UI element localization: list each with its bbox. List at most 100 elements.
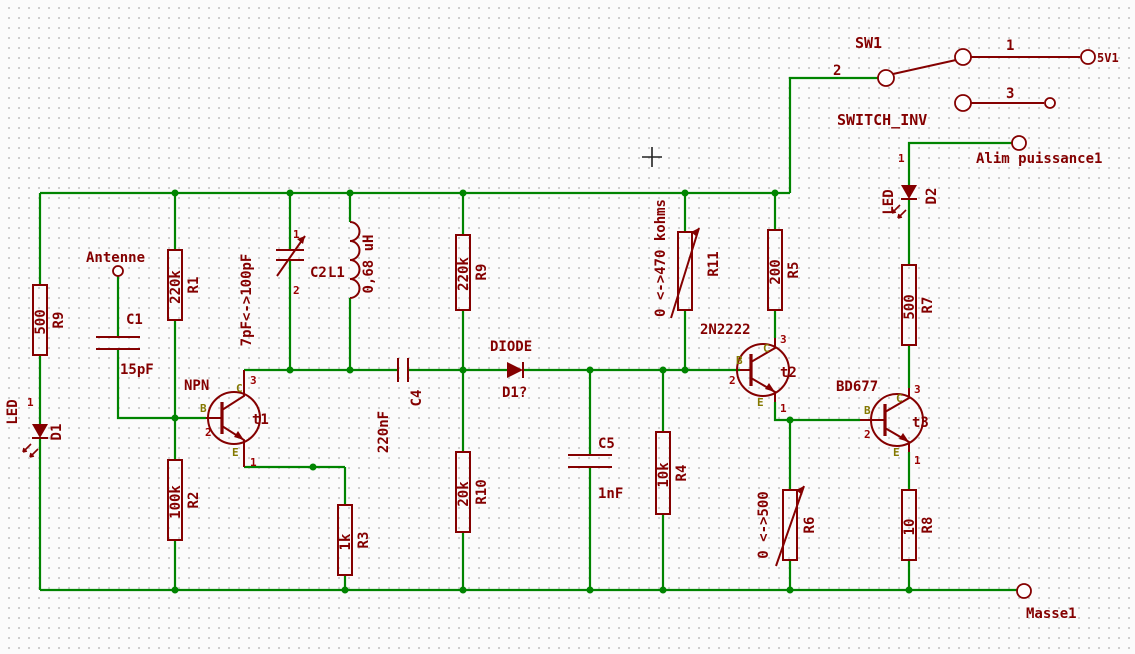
resistor-r6-variable[interactable]: 0 <->500 R6 — [756, 485, 818, 567]
capacitor-c1[interactable]: C1 15pF — [96, 312, 154, 378]
t2-pin-c: C — [763, 342, 770, 355]
t3-ref: t3 — [912, 415, 929, 431]
r6-ref: R6 — [802, 517, 818, 534]
resistor-r7[interactable]: 500 R7 — [901, 264, 936, 346]
capacitor-c4[interactable]: 220nF C4 — [376, 358, 425, 453]
resistor-r4[interactable]: 10k R4 — [655, 431, 690, 515]
t1-num-b: 2 — [205, 426, 212, 439]
inductor-l1[interactable]: L1 0,68 uH — [328, 221, 377, 299]
r1-value: 220k — [168, 270, 184, 304]
transistor-t3[interactable]: BD677 t3 C 3 B 2 E 1 — [836, 379, 929, 467]
d1-pin1: 1 — [27, 396, 34, 409]
sw1-throw3-pin[interactable] — [954, 94, 972, 112]
c4-ref: C4 — [409, 390, 425, 407]
d2-value: LED — [881, 189, 897, 214]
r4-ref: R4 — [674, 465, 690, 482]
t2-value: 2N2222 — [700, 322, 751, 338]
wires[interactable] — [38, 76, 1017, 592]
c1-ref: C1 — [126, 312, 143, 328]
r4-value: 10k — [656, 462, 672, 488]
r8-value: 10 — [902, 519, 918, 536]
resistor-r3[interactable]: 1k R3 — [337, 504, 372, 576]
c4-value: 220nF — [376, 411, 392, 453]
diode-d3[interactable]: DIODE D1? — [490, 339, 532, 401]
junction-dots — [171, 189, 913, 594]
r3-value: 1k — [338, 533, 354, 550]
d2-pin1: 1 — [898, 152, 905, 165]
sw1-num1: 1 — [1006, 38, 1014, 54]
resistor-r10[interactable]: 20k R10 — [455, 451, 490, 533]
c2-ref: C2 — [310, 265, 327, 281]
d2-ref: D2 — [924, 188, 940, 205]
port-alim-puissance[interactable] — [1011, 135, 1027, 151]
d1-value: LED — [5, 399, 21, 424]
port-masse[interactable] — [1016, 583, 1032, 599]
t1-pin-c: C — [236, 382, 243, 395]
wire-t2e-t3b[interactable] — [773, 402, 860, 422]
r5-value: 200 — [768, 259, 784, 284]
t2-num-c: 3 — [780, 333, 787, 346]
t3-num-b: 2 — [864, 428, 871, 441]
sw1-throw3-end[interactable] — [1044, 97, 1056, 109]
port-antenna[interactable] — [112, 265, 124, 277]
transistor-t1[interactable]: NPN t1 C 3 B 2 E 1 — [184, 370, 269, 469]
t2-pin-b: B — [736, 354, 743, 367]
label-alim-puissance: Alim puissance1 — [976, 151, 1102, 167]
sw1-throw1-pin[interactable] — [954, 48, 972, 66]
label-5v1: 5V1 — [1097, 51, 1119, 65]
r11-value: 0 <->470 kohms — [653, 199, 669, 317]
resistor-r5[interactable]: 200 R5 — [767, 229, 802, 311]
r5-ref: R5 — [786, 262, 802, 279]
l1-value: 0,68 uH — [361, 234, 377, 293]
r7-ref: R7 — [920, 297, 936, 314]
c2-value: 7pF<->100pF — [239, 254, 255, 347]
capacitor-c5[interactable]: C5 1nF — [568, 436, 623, 502]
r9-top-value: 220k — [456, 257, 472, 291]
led-d2[interactable]: LED D2 1 — [881, 152, 940, 219]
r10-value: 20k — [456, 481, 472, 507]
r11-ref: R11 — [706, 251, 722, 276]
r7-value: 500 — [902, 294, 918, 319]
r8-ref: R8 — [920, 517, 936, 534]
r10-ref: R10 — [474, 479, 490, 504]
r9-left-ref: R9 — [51, 312, 67, 329]
resistor-r11-variable[interactable]: 0 <->470 kohms R11 — [653, 199, 722, 319]
c1-value: 15pF — [120, 362, 154, 378]
resistor-r8[interactable]: 10 R8 — [901, 489, 936, 561]
antenna-label: Antenne — [86, 250, 145, 266]
resistor-r2[interactable]: 100k R2 — [167, 459, 202, 541]
t3-pin-c: C — [896, 392, 903, 405]
t3-value: BD677 — [836, 379, 878, 395]
wire-alim-d2[interactable] — [907, 141, 1012, 185]
t3-pin-b: B — [864, 404, 871, 417]
sw1-common-pin[interactable] — [877, 69, 895, 87]
t3-num-c: 3 — [914, 383, 921, 396]
resistor-r9-top[interactable]: 220k R9 — [455, 234, 490, 311]
sw1-num2: 2 — [833, 63, 841, 79]
capacitor-c2-variable[interactable]: C2 7pF<->100pF 1 2 — [239, 228, 327, 346]
t2-ref: t2 — [780, 365, 797, 381]
r3-ref: R3 — [356, 532, 372, 549]
t2-num-e: 1 — [780, 402, 787, 415]
wire-switch-feed[interactable] — [788, 76, 878, 193]
sw1-ref: SW1 — [855, 34, 882, 52]
c5-ref: C5 — [598, 436, 615, 452]
port-5v1[interactable] — [1080, 49, 1096, 65]
led-d1[interactable]: LED D1 1 — [5, 396, 65, 458]
c5-value: 1nF — [598, 486, 623, 502]
resistor-r1[interactable]: 220k R1 — [167, 249, 202, 321]
switch-sw1[interactable]: SW1 SWITCH_INV 2 1 3 — [833, 34, 1080, 129]
transistor-t2[interactable]: 2N2222 t2 C 3 B 2 E 1 — [700, 322, 797, 415]
r2-value: 100k — [168, 485, 184, 519]
t1-pin-b: B — [200, 402, 207, 415]
t3-pin-e: E — [893, 446, 900, 459]
sw1-num3: 3 — [1006, 86, 1014, 102]
t1-ref: t1 — [252, 412, 269, 428]
t1-pin-e: E — [232, 446, 239, 459]
resistor-r9-left[interactable]: 500 R9 — [32, 284, 67, 356]
d1-ref: D1 — [49, 424, 65, 441]
t2-num-b: 2 — [729, 374, 736, 387]
r2-ref: R2 — [186, 492, 202, 509]
